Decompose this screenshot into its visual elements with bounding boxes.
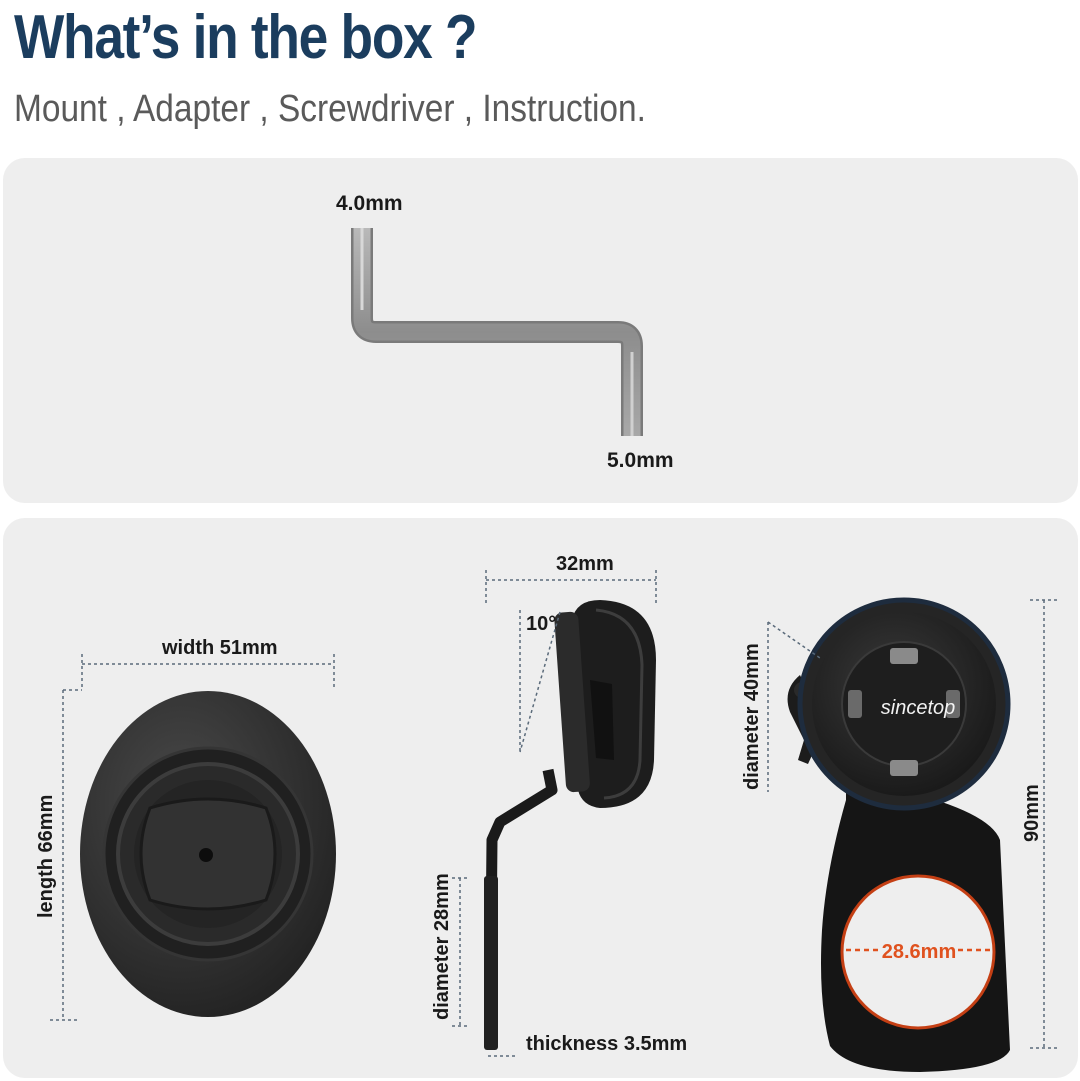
- side-thickness-label: thickness 3.5mm: [526, 1033, 687, 1055]
- mount-height-label: 90mm: [1021, 784, 1043, 842]
- side-view-dimensions: [452, 570, 657, 1057]
- hex-key-top-label: 4.0mm: [336, 192, 403, 215]
- side-angle-label: 10°: [526, 613, 556, 635]
- brand-logo: sincetop: [881, 697, 956, 719]
- side-depth-label: 32mm: [556, 553, 614, 575]
- adapter-width-dimension: [50, 654, 335, 1021]
- side-diameter-label: diameter 28mm: [431, 873, 453, 1020]
- adapter-width-label: width 51mm: [161, 637, 278, 659]
- adapter-length-label: length 66mm: [35, 795, 57, 918]
- hex-key-bottom-label: 5.0mm: [607, 449, 674, 472]
- page-subtitle: Mount , Adapter , Screwdriver , Instruct…: [14, 88, 646, 130]
- mount-dimensions: [767, 599, 1058, 1049]
- hex-key-icon: [351, 228, 643, 436]
- mount-diameter-label: diameter 40mm: [741, 643, 763, 790]
- page-title: What’s in the box ?: [14, 3, 478, 72]
- adapter-icon: [80, 691, 336, 1017]
- handlebar-mount-icon: sincetop: [787, 597, 1011, 1072]
- side-view-mount-icon: [484, 600, 656, 1050]
- clamp-diameter-label: 28.6mm: [882, 941, 957, 963]
